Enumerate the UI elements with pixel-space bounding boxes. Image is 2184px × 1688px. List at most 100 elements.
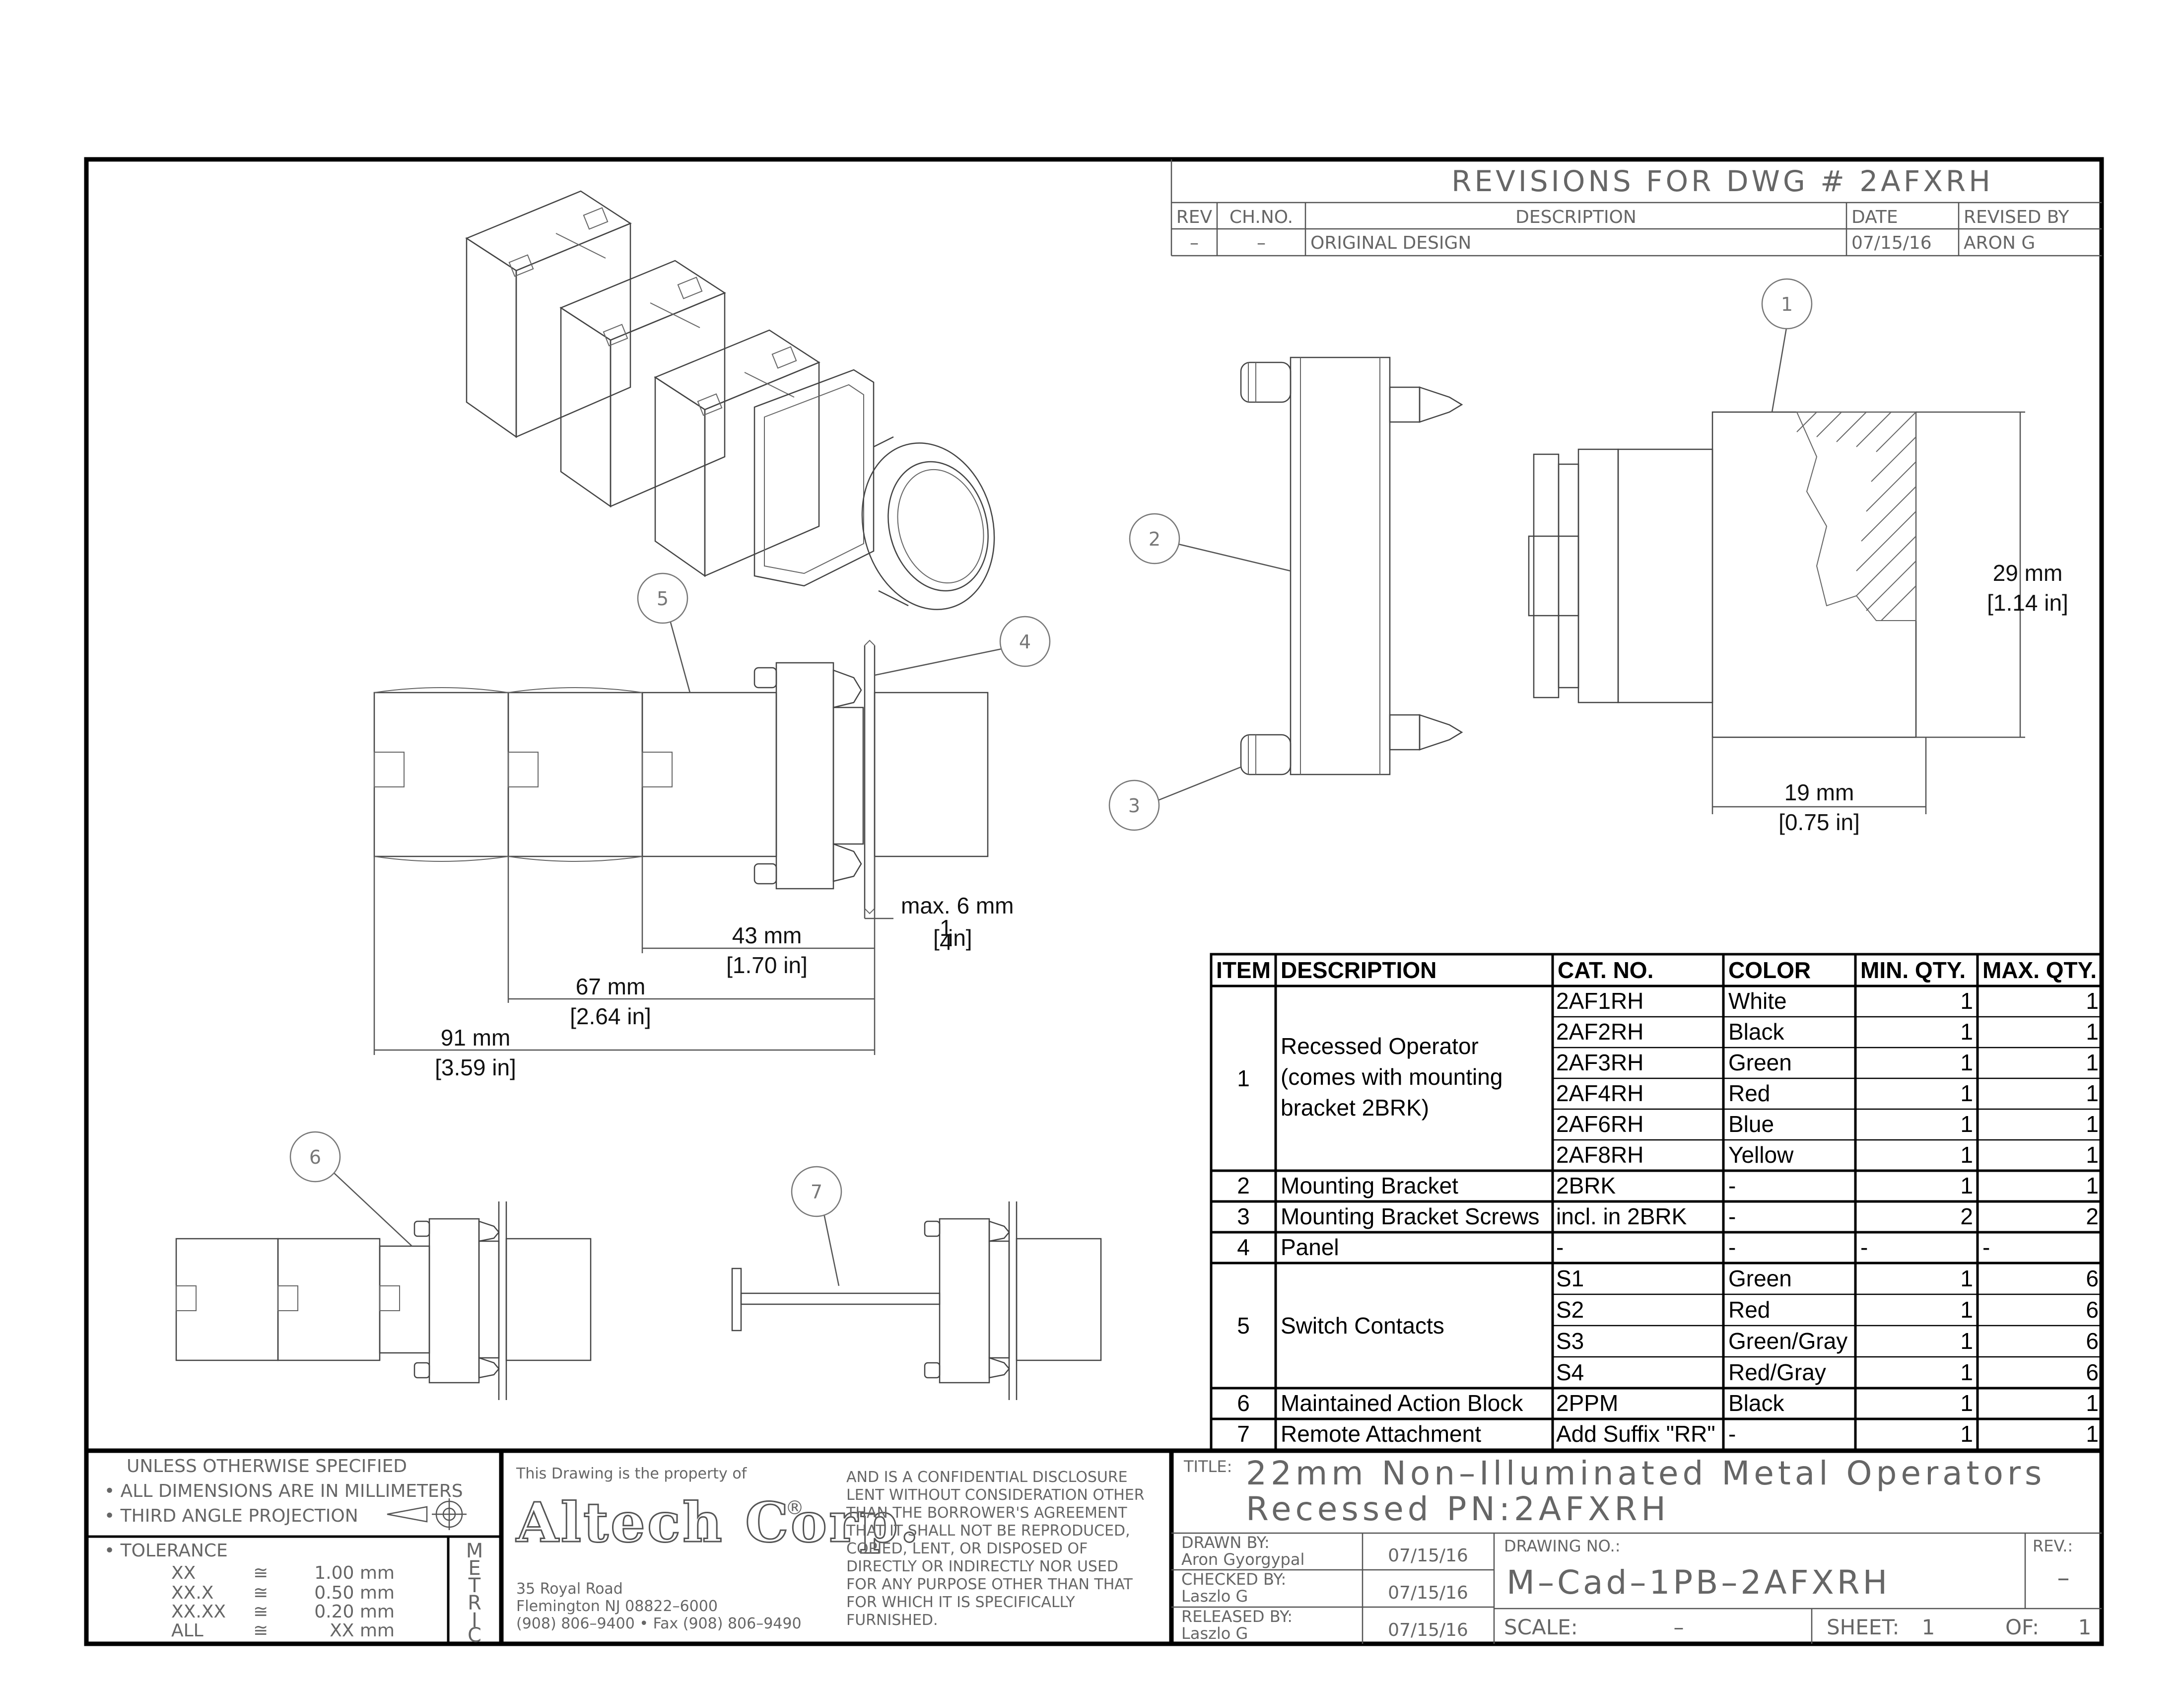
item-4-cat: - (1556, 1234, 1564, 1260)
address-line-1: 35 Royal Road (516, 1580, 623, 1598)
tol-val-3: XX mm (330, 1620, 395, 1641)
g1-color-3: Red (1728, 1080, 1770, 1106)
g1-cat-4: 2AF6RH (1556, 1111, 1643, 1137)
metric-letter-i: I (472, 1609, 478, 1632)
disclosure-line-6: DIRECTLY OR INDIRECTLY NOR USED (846, 1558, 1118, 1575)
tol-val-0: 1.00 mm (314, 1563, 395, 1583)
title-block: UNLESS OTHERWISE SPECIFIED • ALL DIMENSI… (86, 1448, 2102, 1647)
g1-cat-3: 2AF4RH (1556, 1080, 1643, 1106)
dimension-labels: 29 mm [1.14 in] 19 mm [0.75 in] max. 6 m… (435, 560, 2068, 1080)
item-1: 1 (1237, 1065, 1250, 1091)
item-7-cat: Add Suffix "RR" (1556, 1421, 1715, 1447)
g5-cat-2: S3 (1556, 1328, 1584, 1354)
item-7: 7 (1237, 1421, 1250, 1447)
isometric-view (465, 190, 995, 610)
dim-max6-den: 4 (940, 929, 953, 955)
item-4-color: - (1728, 1234, 1736, 1260)
dim-67-mm: 67 mm (576, 974, 646, 999)
g1-max-4: 1 (2086, 1111, 2099, 1137)
metric-letter-t: T (468, 1574, 481, 1597)
th-cat-no: CAT. NO. (1558, 957, 1653, 983)
title-label: TITLE: (1183, 1457, 1232, 1476)
item-6-desc: Maintained Action Block (1281, 1390, 1523, 1416)
metric-letter-m: M (466, 1540, 483, 1562)
g1-min-0: 1 (1960, 988, 1973, 1014)
of-value: 1 (2078, 1615, 2092, 1639)
note-tolerance: • TOLERANCE (104, 1541, 228, 1561)
callout-6-label: 6 (309, 1146, 321, 1168)
th-item: ITEM (1216, 957, 1271, 983)
g5-color-0: Green (1728, 1266, 1792, 1291)
g1-cat-2: 2AF3RH (1556, 1050, 1643, 1075)
callout-4 (999, 616, 1051, 667)
g1-color-4: Blue (1728, 1111, 1774, 1137)
item-3: 3 (1237, 1203, 1250, 1229)
callout-6 (289, 1131, 341, 1183)
item-2-min: 1 (1960, 1173, 1973, 1198)
view-remote-attachment (731, 1201, 1102, 1400)
rev-label: REV.: (2033, 1537, 2073, 1555)
item-2-cat: 2BRK (1556, 1173, 1616, 1198)
disclosure-line-8: FOR WHICH IT IS SPECIFICALLY (846, 1594, 1075, 1611)
item-6: 6 (1237, 1390, 1250, 1416)
section-view-operator (1528, 411, 2025, 814)
item-6-cat: 2PPM (1556, 1390, 1618, 1416)
item-7-color: - (1728, 1421, 1736, 1447)
g1-max-1: 1 (2086, 1019, 2099, 1045)
dim-max6-open: [ (933, 925, 940, 951)
disclosure-line-9: FURNISHED. (846, 1612, 938, 1629)
item-7-min: 1 (1960, 1421, 1973, 1447)
g1-max-3: 1 (2086, 1080, 2099, 1106)
title-line-2: Recessed PN:2AFXRH (1246, 1490, 1670, 1528)
th-max-qty: MAX. QTY. (1982, 957, 2097, 983)
disclosure-line-2: LENT WITHOUT CONSIDERATION OTHER (846, 1486, 1145, 1504)
item-3-max: 2 (2086, 1203, 2099, 1229)
view-maintained-block (175, 1201, 592, 1400)
g5-min-1: 1 (1960, 1297, 1973, 1323)
g5-cat-3: S4 (1556, 1359, 1584, 1385)
revised-by-header: REVISED BY (1964, 207, 2069, 227)
item-7-desc: Remote Attachment (1281, 1421, 1481, 1447)
dim-91-in: [3.59 in] (435, 1055, 516, 1080)
date-header: DATE (1851, 207, 1898, 227)
checked-date: 07/15/16 (1388, 1583, 1468, 1603)
drawn-by-label: DRAWN BY: (1181, 1533, 1270, 1552)
parts-table: ITEM DESCRIPTION CAT. NO. COLOR MIN. QTY… (1210, 953, 2103, 1452)
released-date: 07/15/16 (1388, 1620, 1468, 1640)
dim-max6-num: 1 (940, 915, 953, 941)
date-value: 07/15/16 (1851, 233, 1932, 253)
revised-by-value: ARON G (1964, 233, 2035, 253)
g5-max-3: 6 (2086, 1359, 2099, 1385)
g5-cat-0: S1 (1556, 1266, 1584, 1291)
th-min-qty: MIN. QTY. (1860, 957, 1966, 983)
callout-3-label: 3 (1128, 795, 1140, 817)
property-of: This Drawing is the property of (516, 1465, 748, 1482)
item-4-max: - (1982, 1234, 1990, 1260)
metric-letter-e: E (468, 1557, 480, 1580)
item-3-min: 2 (1960, 1203, 1973, 1229)
dim-67-in: [2.64 in] (570, 1003, 651, 1029)
item-1-desc-line-3: bracket 2BRK) (1281, 1095, 1429, 1121)
disclosure-line-5: COPIED, LENT, OR DISPOSED OF (846, 1540, 1088, 1557)
dim-max6-close: in] (948, 925, 972, 951)
dim-91-mm: 91 mm (441, 1025, 511, 1051)
item-6-max: 1 (2086, 1390, 2099, 1416)
item-4-min: - (1860, 1234, 1868, 1260)
item-2-max: 1 (2086, 1173, 2099, 1198)
g1-min-5: 1 (1960, 1142, 1973, 1168)
disclosure-line-3: THAN THE BORROWER'S AGREEMENT (846, 1504, 1127, 1522)
side-view-assembly (373, 639, 989, 1055)
scale-value: – (1674, 1615, 1684, 1639)
item-5: 5 (1237, 1313, 1250, 1338)
g5-min-2: 1 (1960, 1328, 1973, 1354)
callout-4-label: 4 (1019, 631, 1031, 653)
dim-29-mm: 29 mm (1993, 560, 2063, 586)
item-2-desc: Mounting Bracket (1281, 1173, 1458, 1198)
g5-min-3: 1 (1960, 1359, 1973, 1385)
ch-no-value: – (1257, 233, 1266, 253)
g1-color-0: White (1728, 988, 1787, 1014)
item-4: 4 (1237, 1234, 1250, 1260)
tol-key-0: XX (171, 1563, 196, 1583)
tol-sym-1: ≅ (253, 1583, 268, 1603)
front-view-bracket (1240, 356, 1463, 775)
